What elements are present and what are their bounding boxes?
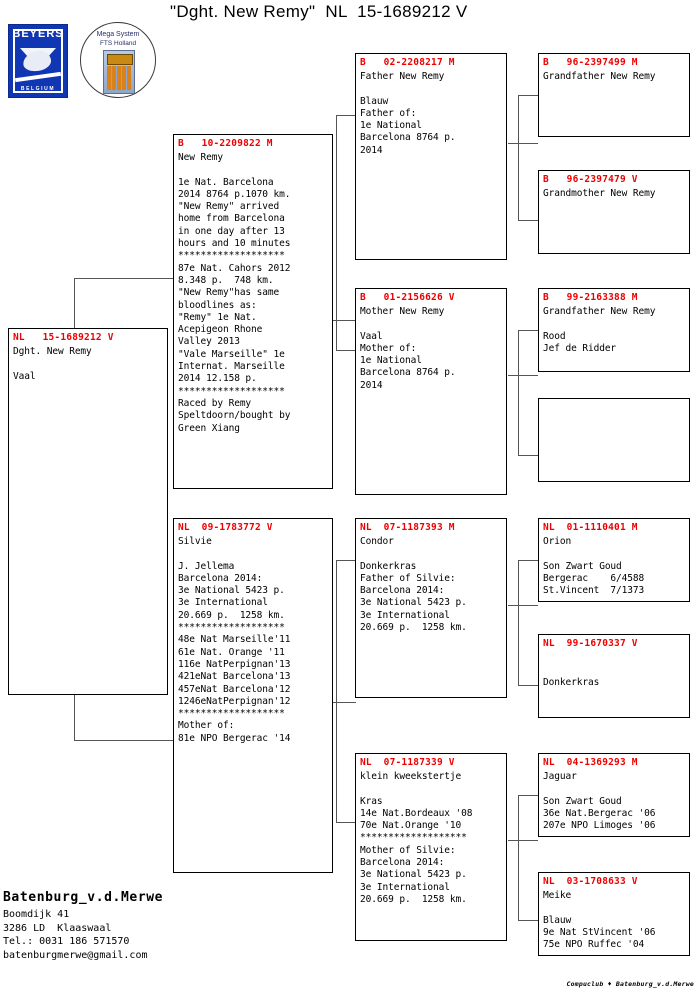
connector-mm-in xyxy=(508,840,538,841)
connector-father-vertical-2 xyxy=(336,320,337,350)
beyers-logo-label: BEYERS xyxy=(12,28,64,40)
connector-ff-vertical-bottom xyxy=(518,143,519,220)
calculator-icon xyxy=(103,50,135,94)
details-mother-mother: klein kweekstertje Kras 14e Nat.Bordeaux… xyxy=(360,771,473,905)
beyers-logo-icon: BEYERS BELGIUM xyxy=(8,24,68,98)
connector-father-in xyxy=(326,320,356,321)
connector-mf-vertical-bottom xyxy=(518,605,519,685)
calculator-keys-icon xyxy=(107,66,131,90)
pedigree-box-father-father[interactable]: B 02-2208217 M Father New Remy Blauw Fat… xyxy=(355,53,511,264)
details-mf-mother: Donkerkras xyxy=(543,676,600,688)
pedigree-box-mm-mother[interactable]: NL 03-1708633 V Meike Blauw 9e Nat StVin… xyxy=(538,872,694,960)
ring-number-mm-mother: NL 03-1708633 V xyxy=(543,876,638,887)
pedigree-box-mother-mother[interactable]: NL 07-1187339 V klein kweekstertje Kras … xyxy=(355,753,511,945)
connector-mf-vertical-top xyxy=(518,560,519,605)
connector-fm-to-fmf xyxy=(518,330,538,331)
connector-fm-to-fmm xyxy=(518,455,538,456)
details-father-father: Father New Remy Blauw Father of: 1e Nati… xyxy=(360,71,456,156)
mega-logo-line2: FTS Holland xyxy=(99,40,137,47)
beyers-logo-frame xyxy=(13,29,63,93)
beyers-country-label: BELGIUM xyxy=(20,86,56,92)
connector-ff-to-ffm xyxy=(518,220,538,221)
ring-number-subject: NL 15-1689212 V xyxy=(13,332,114,343)
connector-ff-in xyxy=(508,143,538,144)
connector-mother-vertical-2 xyxy=(336,702,337,822)
details-ff-father: Grandfather New Remy xyxy=(543,71,656,82)
ring-number-father: B 10-2209822 M xyxy=(178,138,273,149)
connector-mother-vertical xyxy=(336,560,337,702)
connector-fm-vertical-bottom xyxy=(518,375,519,455)
mega-logo-line1: Mega System xyxy=(96,31,140,38)
pedigree-box-mm-father[interactable]: NL 04-1369293 M Jaguar Son Zwart Goud 36… xyxy=(538,753,694,841)
ring-number-ff-father: B 96-2397499 M xyxy=(543,57,638,68)
connector-mother-to-mm xyxy=(336,822,356,823)
pedigree-box-mf-father[interactable]: NL 01-1110401 M Orion Son Zwart Goud Ber… xyxy=(538,518,694,606)
ring-number-mother-father: NL 07-1187393 M xyxy=(360,522,455,533)
details-mf-father: Orion Son Zwart Goud Bergerac 6/4588 St.… xyxy=(543,536,645,597)
connector-father-to-ff xyxy=(336,115,356,116)
connector-ff-vertical-top xyxy=(518,95,519,143)
pedigree-box-ff-father[interactable]: B 96-2397499 M Grandfather New Remy xyxy=(538,53,694,141)
mega-system-logo-icon: Mega System FTS Holland xyxy=(80,22,156,98)
owner-address: Boomdijk 41 3286 LD Klaaswaal Tel.: 0031… xyxy=(3,909,148,961)
connector-mm-vertical-bottom xyxy=(518,840,519,920)
connector-subject-to-mother xyxy=(74,740,174,741)
ring-number-mf-mother: NL 99-1670337 V xyxy=(543,638,638,649)
connector-fm-in xyxy=(508,375,538,376)
details-father-mother: Mother New Remy Vaal Mother of: 1e Natio… xyxy=(360,306,456,391)
connector-mf-in xyxy=(508,605,538,606)
connector-ff-to-fff xyxy=(518,95,538,96)
connector-mother-to-mf xyxy=(336,560,356,561)
connector-fm-vertical-top xyxy=(518,330,519,375)
pedigree-box-fm-mother[interactable] xyxy=(538,398,694,486)
connector-father-vertical xyxy=(336,115,337,320)
pedigree-box-mother-father[interactable]: NL 07-1187393 M Condor Donkerkras Father… xyxy=(355,518,511,702)
details-father: New Remy 1e Nat. Barcelona 2014 8764 p.1… xyxy=(178,152,291,434)
pedigree-box-mf-mother[interactable]: NL 99-1670337 V Donkerkras xyxy=(538,634,694,722)
ring-number-father-mother: B 01-2156626 V xyxy=(360,292,455,303)
details-mm-mother: Meike Blauw 9e Nat StVincent '06 75e NPO… xyxy=(543,890,656,951)
details-subject: Dght. New Remy Vaal xyxy=(13,346,92,382)
pedigree-box-subject[interactable]: NL 15-1689212 V Dght. New Remy Vaal xyxy=(8,328,172,699)
owner-name: Batenburg_v.d.Merwe xyxy=(3,890,164,905)
calculator-screen-icon xyxy=(107,54,133,65)
connector-subject-to-father xyxy=(74,278,174,279)
ring-number-mm-father: NL 04-1369293 M xyxy=(543,757,638,768)
ring-number-fm-father: B 99-2163388 M xyxy=(543,292,638,303)
ring-number-ff-mother: B 96-2397479 V xyxy=(543,174,638,185)
details-fm-father: Grandfather New Remy Rood Jef de Ridder xyxy=(543,306,656,354)
pedigree-box-ff-mother[interactable]: B 96-2397479 V Grandmother New Remy xyxy=(538,170,694,258)
pedigree-box-mother[interactable]: NL 09-1783772 V Silvie J. Jellema Barcel… xyxy=(173,518,337,877)
details-fm-mother xyxy=(543,416,686,479)
connector-mm-to-mmf xyxy=(518,795,538,796)
details-mother-father: Condor Donkerkras Father of Silvie: Barc… xyxy=(360,536,467,634)
footer-credit: Compuclub ♦ Batenburg_v.d.Merwe xyxy=(566,980,694,988)
pedigree-box-father[interactable]: B 10-2209822 M New Remy 1e Nat. Barcelon… xyxy=(173,134,337,493)
details-mother: Silvie J. Jellema Barcelona 2014: 3e Nat… xyxy=(178,536,291,744)
ring-number-mf-father: NL 01-1110401 M xyxy=(543,522,638,533)
connector-mf-to-mfm xyxy=(518,685,538,686)
connector-father-to-fm xyxy=(336,350,356,351)
ring-number-mother-mother: NL 07-1187339 V xyxy=(360,757,455,768)
ring-number-mother: NL 09-1783772 V xyxy=(178,522,273,533)
page-title: "Dght. New Remy" NL 15-1689212 V xyxy=(170,2,468,21)
ring-number-father-father: B 02-2208217 M xyxy=(360,57,455,68)
details-mm-father: Jaguar Son Zwart Goud 36e Nat.Bergerac '… xyxy=(543,771,656,832)
details-ff-mother: Grandmother New Remy xyxy=(543,188,656,199)
connector-mother-in xyxy=(326,702,356,703)
connector-mf-to-mff xyxy=(518,560,538,561)
connector-mm-to-mmm xyxy=(518,920,538,921)
connector-mm-vertical-top xyxy=(518,795,519,840)
pedigree-box-father-mother[interactable]: B 01-2156626 V Mother New Remy Vaal Moth… xyxy=(355,288,511,499)
pedigree-box-fm-father[interactable]: B 99-2163388 M Grandfather New Remy Rood… xyxy=(538,288,694,376)
